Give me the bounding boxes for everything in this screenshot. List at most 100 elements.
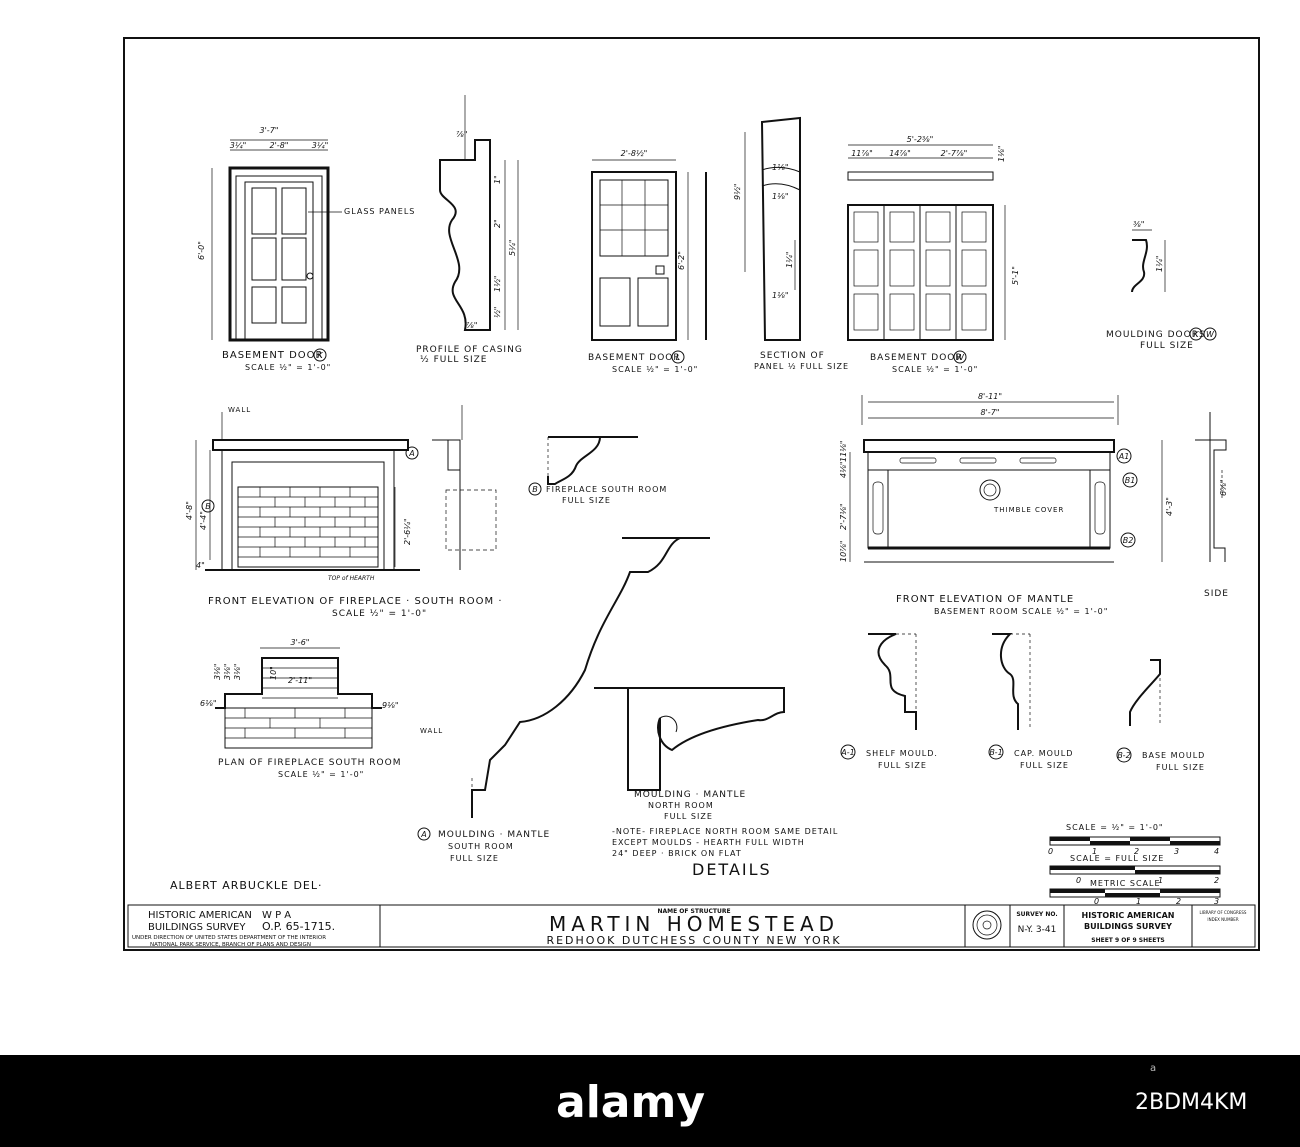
door-k-title: BASEMENT DOOR bbox=[222, 350, 323, 361]
habs-line-2: BUILDINGS SURVEY bbox=[1084, 922, 1172, 931]
scale-bar-2-label: SCALE = FULL SIZE bbox=[1070, 854, 1164, 863]
plan-depth-dim: 2'-11" bbox=[288, 676, 312, 685]
door-k-glass-note: GLASS PANELS bbox=[344, 207, 415, 216]
mantle-tag-b1: B1 bbox=[1125, 476, 1136, 485]
panel-dim-1: 9½" bbox=[733, 183, 742, 200]
casing-dim-5: 1½" bbox=[493, 275, 502, 292]
casing-dim-2: 1" bbox=[493, 175, 502, 184]
moulding-doors-tag-w: W bbox=[1206, 330, 1215, 339]
door-k-side-right-dim: 3¼" bbox=[312, 141, 329, 150]
mantle-side-label: SIDE bbox=[1204, 589, 1229, 599]
shelf-mould-view: A-1 SHELF MOULD. FULL SIZE bbox=[840, 633, 938, 770]
door-l-height-dim: 6'-2" bbox=[677, 251, 686, 270]
panel-scale: PANEL ½ FULL SIZE bbox=[754, 362, 849, 371]
detail-b-scale: FULL SIZE bbox=[562, 496, 611, 505]
plan-width-dim: 3'-6" bbox=[291, 638, 310, 647]
moulding-doors-dim-2: 1¼" bbox=[1155, 255, 1164, 272]
details-label: DETAILS bbox=[692, 860, 772, 879]
moulding-doors-dim-1: ⅜" bbox=[1133, 220, 1144, 229]
agency-op: O.P. 65-1715. bbox=[262, 920, 335, 933]
plan-dim-5: 9⅛" bbox=[382, 701, 399, 710]
base-mould-view: B-2 BASE MOULD FULL SIZE bbox=[1116, 659, 1204, 772]
plan-dim-3: 3⅛" bbox=[233, 663, 242, 680]
casing-dim-3: 2" bbox=[493, 219, 502, 228]
survey-no-label: SURVEY NO. bbox=[1016, 911, 1057, 918]
sheet-border bbox=[123, 37, 1260, 951]
mantle-side-view: 6⅝" SIDE bbox=[1195, 412, 1229, 599]
scale-bar-1-tick-0: 0 bbox=[1048, 847, 1053, 856]
shelf-mould-title: SHELF MOULD. bbox=[866, 749, 938, 758]
mantle-dim-1: 2'-7⅛" bbox=[839, 503, 848, 530]
watermark-logo: alamy bbox=[556, 1077, 705, 1128]
plan-dim-4: 6⅛" bbox=[200, 699, 217, 708]
delineator-credit: ALBERT ARBUCKLE DEL· bbox=[170, 879, 323, 892]
plan-wall-label: WALL bbox=[420, 727, 443, 735]
casing-title: PROFILE OF CASING bbox=[416, 345, 523, 355]
casing-dim-1: ⅞" bbox=[456, 130, 467, 139]
scale-bar-1-tick-3: 3 bbox=[1174, 847, 1179, 856]
section-panel-view: 9½" 1⅛" 1⅛" 1¼" 1⅛" SECTION OF PANEL ½ F… bbox=[733, 116, 849, 371]
mantle-dim-4: 10⅞" bbox=[839, 540, 848, 562]
mantle-elevation-view: THIMBLE COVER A1 B1 B2 8'-11" 8'-7" 4'-3… bbox=[839, 392, 1174, 616]
door-w-seg-2: 14⅞" bbox=[889, 149, 911, 158]
panel-dim-4: 1¼" bbox=[785, 251, 794, 268]
moulding-doors-view: ⅜" 1¼" MOULDING DOORS K W FULL SIZE bbox=[1106, 220, 1217, 351]
scale-bar-3-tick-1: 1 bbox=[1136, 897, 1141, 906]
survey-seal bbox=[972, 910, 1002, 940]
casing-dim-7: ⅞" bbox=[466, 321, 477, 330]
door-k-side-left-dim: 3¼" bbox=[230, 141, 247, 150]
structure-location: REDHOOK DUTCHESS COUNTY NEW YORK bbox=[546, 934, 841, 947]
basement-door-k-view: 3'-7" 2'-8" 3¼" 3¼" 6'-0" GLASS PANELS B… bbox=[197, 126, 415, 372]
mantle-title: FRONT ELEVATION OF MANTLE bbox=[896, 594, 1074, 605]
detail-b-view: B FIREPLACE SOUTH ROOM FULL SIZE bbox=[528, 436, 666, 505]
detail-b-tag: B bbox=[532, 485, 538, 494]
cap-mould-title: CAP. MOULD bbox=[1014, 749, 1073, 758]
mantle-inner-dim: 8'-7" bbox=[981, 408, 1000, 417]
fireplace-wall-label: WALL bbox=[228, 406, 251, 414]
door-k-tag: K bbox=[317, 351, 323, 360]
scale-bar-2-tick-0: 0 bbox=[1076, 876, 1081, 885]
detail-north-scale: FULL SIZE bbox=[664, 812, 713, 821]
detail-a-sub: SOUTH ROOM bbox=[448, 842, 514, 851]
mantle-overall-dim: 8'-11" bbox=[978, 392, 1002, 401]
fireplace-tag-a: A bbox=[408, 449, 414, 458]
scale-bar-2-tick-2: 2 bbox=[1214, 876, 1219, 885]
fireplace-dim-4: 4" bbox=[196, 561, 205, 570]
plan-brick bbox=[225, 667, 372, 739]
mantle-dim-3: 4⅛" bbox=[839, 461, 848, 478]
survey-no: N-Y. 3-41 bbox=[1018, 925, 1057, 935]
panel-dim-3: 1⅛" bbox=[772, 192, 789, 201]
fireplace-dim-2: 4'-4" bbox=[199, 511, 208, 530]
agency-line-1: HISTORIC AMERICAN bbox=[148, 910, 252, 921]
fireplace-dim-3: 2'-6¼" bbox=[403, 518, 412, 545]
plan-scale: SCALE ½" = 1'-0" bbox=[278, 770, 364, 779]
door-k-height-dim: 6'-0" bbox=[197, 241, 206, 260]
agency-wpa: W P A bbox=[262, 910, 291, 921]
fireplace-plan-view: 3'-6" 2'-11" 3⅛" 3⅛" 3⅛" 6⅛" 9⅛" 10" WAL… bbox=[200, 638, 443, 779]
detail-north-sub: NORTH ROOM bbox=[648, 801, 714, 810]
detail-a-tag: A bbox=[420, 830, 426, 839]
mantle-dim-2: 11⅛" bbox=[839, 440, 848, 462]
note-line-1: -NOTE- FIREPLACE NORTH ROOM SAME DETAIL bbox=[612, 827, 838, 836]
plan-dim-6: 10" bbox=[269, 666, 278, 680]
shelf-mould-tag: A-1 bbox=[840, 748, 854, 757]
base-mould-tag: B-2 bbox=[1117, 751, 1130, 760]
door-w-side-dim: 1⅛" bbox=[997, 145, 1006, 162]
cap-mould-view: B-1 CAP. MOULD FULL SIZE bbox=[988, 633, 1073, 770]
plan-dim-1: 3⅛" bbox=[213, 663, 222, 680]
panel-dim-5: 1⅛" bbox=[772, 291, 789, 300]
fireplace-brick bbox=[237, 486, 379, 568]
fireplace-dim-1: 4'-8" bbox=[185, 501, 194, 520]
basement-door-w-view: 5'-2⅜" 11⅞" 14⅞" 2'-7⅞" 1⅛" 5'-1" BASEME… bbox=[847, 135, 1020, 374]
mantle-thimble-label: THIMBLE COVER bbox=[993, 506, 1064, 514]
mantle-tag-b2: B2 bbox=[1123, 536, 1134, 545]
scale-bars: SCALE = ½" = 1'-0" 0 1 2 3 4 SCALE = FUL… bbox=[1048, 823, 1221, 906]
casing-dim-4: 5¼" bbox=[508, 239, 517, 256]
door-w-seg-3: 2'-7⅞" bbox=[941, 149, 968, 158]
fireplace-elev-scale: SCALE ½" = 1'-0" bbox=[332, 609, 427, 619]
door-k-scale: SCALE ½" = 1'-0" bbox=[245, 363, 331, 372]
watermark-banner: a alamy 2BDM4KM bbox=[0, 1055, 1300, 1147]
detail-a-view: A MOULDING · MANTLE SOUTH ROOM FULL SIZE bbox=[417, 537, 710, 863]
scale-bar-1-tick-2: 2 bbox=[1134, 847, 1139, 856]
note-line-2: EXCEPT MOULDS - HEARTH FULL WIDTH bbox=[612, 838, 805, 847]
